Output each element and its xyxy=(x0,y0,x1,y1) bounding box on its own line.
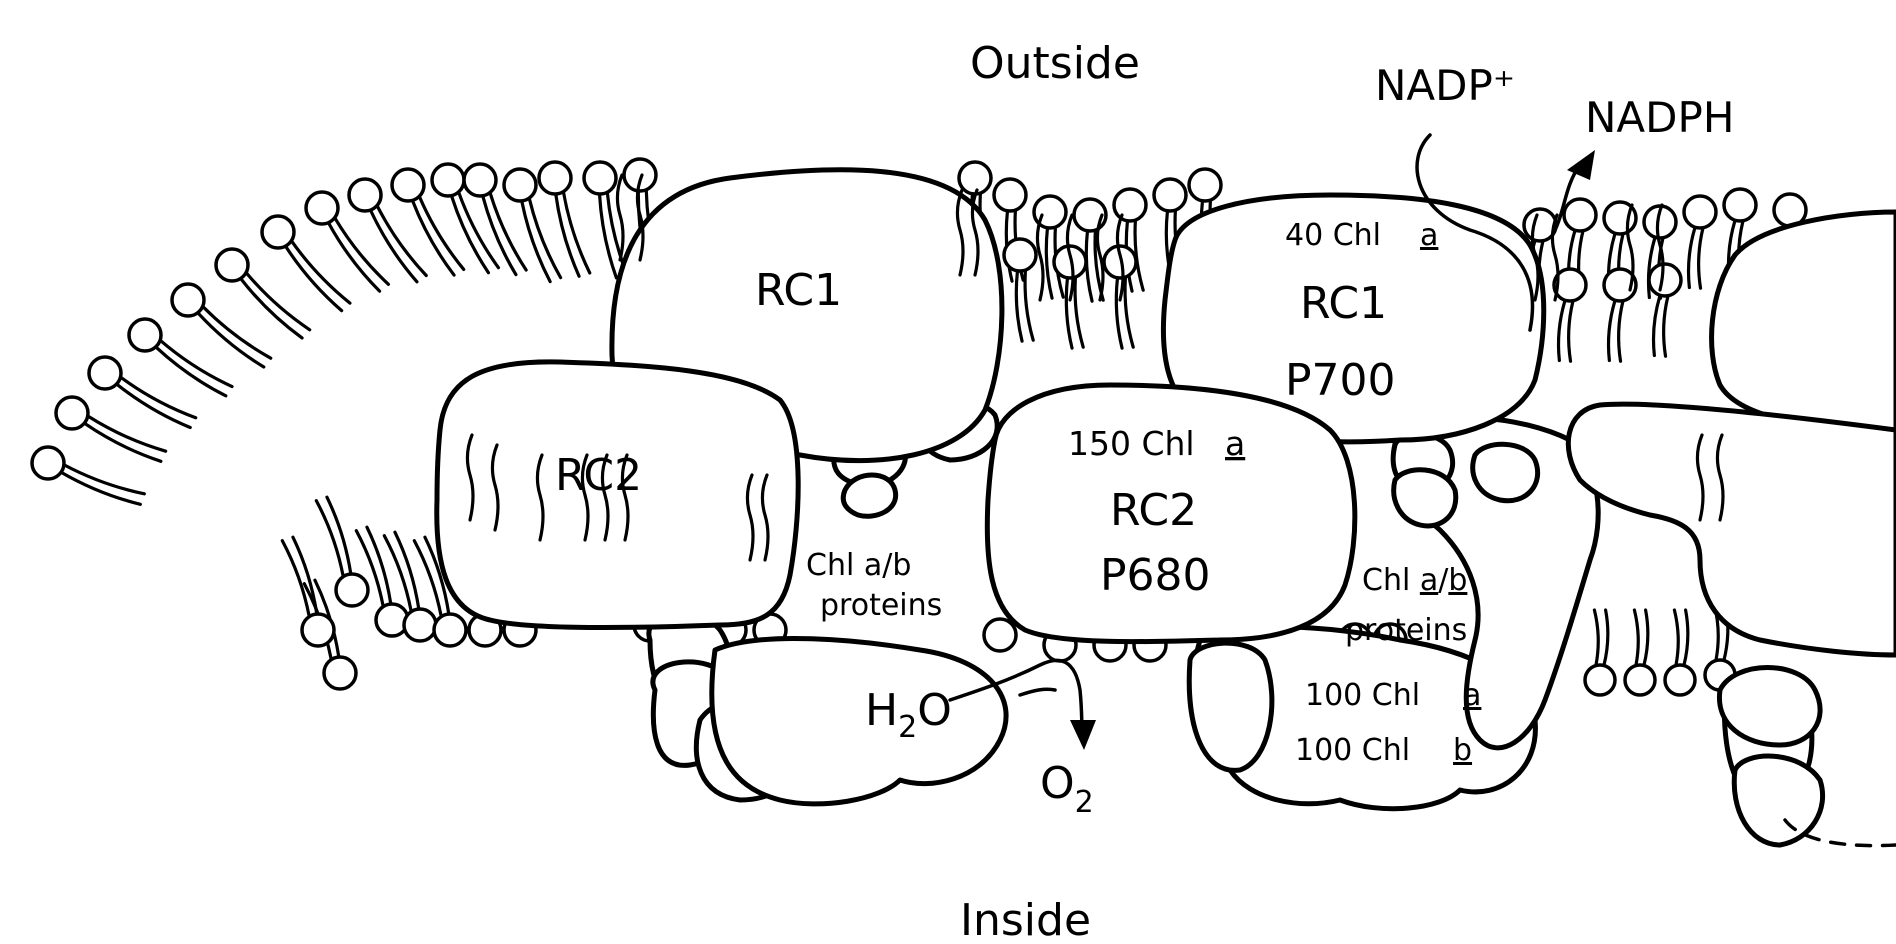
lhc-blob-right-1 xyxy=(1189,643,1272,770)
lhc-blob-right-4 xyxy=(1473,444,1538,500)
far-right-blob-2 xyxy=(1734,756,1822,845)
lipid-bottom-right-1 xyxy=(1625,610,1655,695)
o2-arrowhead xyxy=(1070,720,1096,750)
lhc-chl-a-type: a xyxy=(1463,678,1481,713)
lipid-right-9 xyxy=(1649,264,1681,356)
far-right-blob-3 xyxy=(1719,668,1820,746)
rc1-right-label: RC1 xyxy=(1300,278,1387,329)
lower-protein-cluster-far-right xyxy=(1719,668,1822,846)
small-blob-c xyxy=(843,475,895,516)
lipid-head-bottom-4 xyxy=(984,619,1016,651)
nadph-arrowhead xyxy=(1567,150,1595,180)
lipid-bottom-right-0 xyxy=(1585,610,1615,695)
rc1-left-label: RC1 xyxy=(755,265,842,316)
outside-label: Outside xyxy=(970,38,1140,89)
rc2-left-label: RC2 xyxy=(555,450,642,501)
lhc-blob-right-5 xyxy=(1394,470,1456,526)
lhc-chl-b-type: b xyxy=(1453,733,1472,768)
rc2-chl-count: 150 Chl xyxy=(1068,424,1195,463)
lipid-outer-6 xyxy=(262,216,350,311)
rc1-chl-type: a xyxy=(1420,218,1438,253)
p680-label: P680 xyxy=(1100,550,1211,601)
rc1-chl-count: 40 Chl xyxy=(1285,218,1381,253)
rc2-chl-type: a xyxy=(1225,424,1245,463)
rc2-right-label: RC2 xyxy=(1110,485,1197,536)
p700-label: P700 xyxy=(1285,355,1396,406)
inside-label: Inside xyxy=(960,895,1091,944)
lhc-chl-b-count: 100 Chl xyxy=(1295,733,1410,768)
chl-ab-right-line1: Chl a/b xyxy=(1362,563,1467,598)
nadph-label: NADPH xyxy=(1585,93,1734,142)
lipid-right-4 xyxy=(1684,196,1716,288)
o2-label: O2 xyxy=(1040,758,1094,820)
lipid-outer-13 xyxy=(539,162,590,276)
chl-ab-right-line2: proteins xyxy=(1345,613,1467,648)
lhc-chl-a-count: 100 Chl xyxy=(1305,678,1420,713)
lipid-outer-0 xyxy=(32,447,144,504)
far-right-protein-mid xyxy=(1568,404,1896,655)
chl-ab-left-line2: proteins xyxy=(820,588,942,623)
oxygen-evolving-complex xyxy=(712,638,1006,803)
chl-ab-left-line1: Chl a/b xyxy=(806,548,911,583)
lipid-bottom-right-2 xyxy=(1665,610,1695,695)
water-pointer xyxy=(1020,689,1055,695)
lipid-inner-left-2 xyxy=(316,497,368,606)
nadp-plus-label: NADP⁺ xyxy=(1375,61,1515,110)
lipid-mid-7 xyxy=(1004,239,1036,341)
